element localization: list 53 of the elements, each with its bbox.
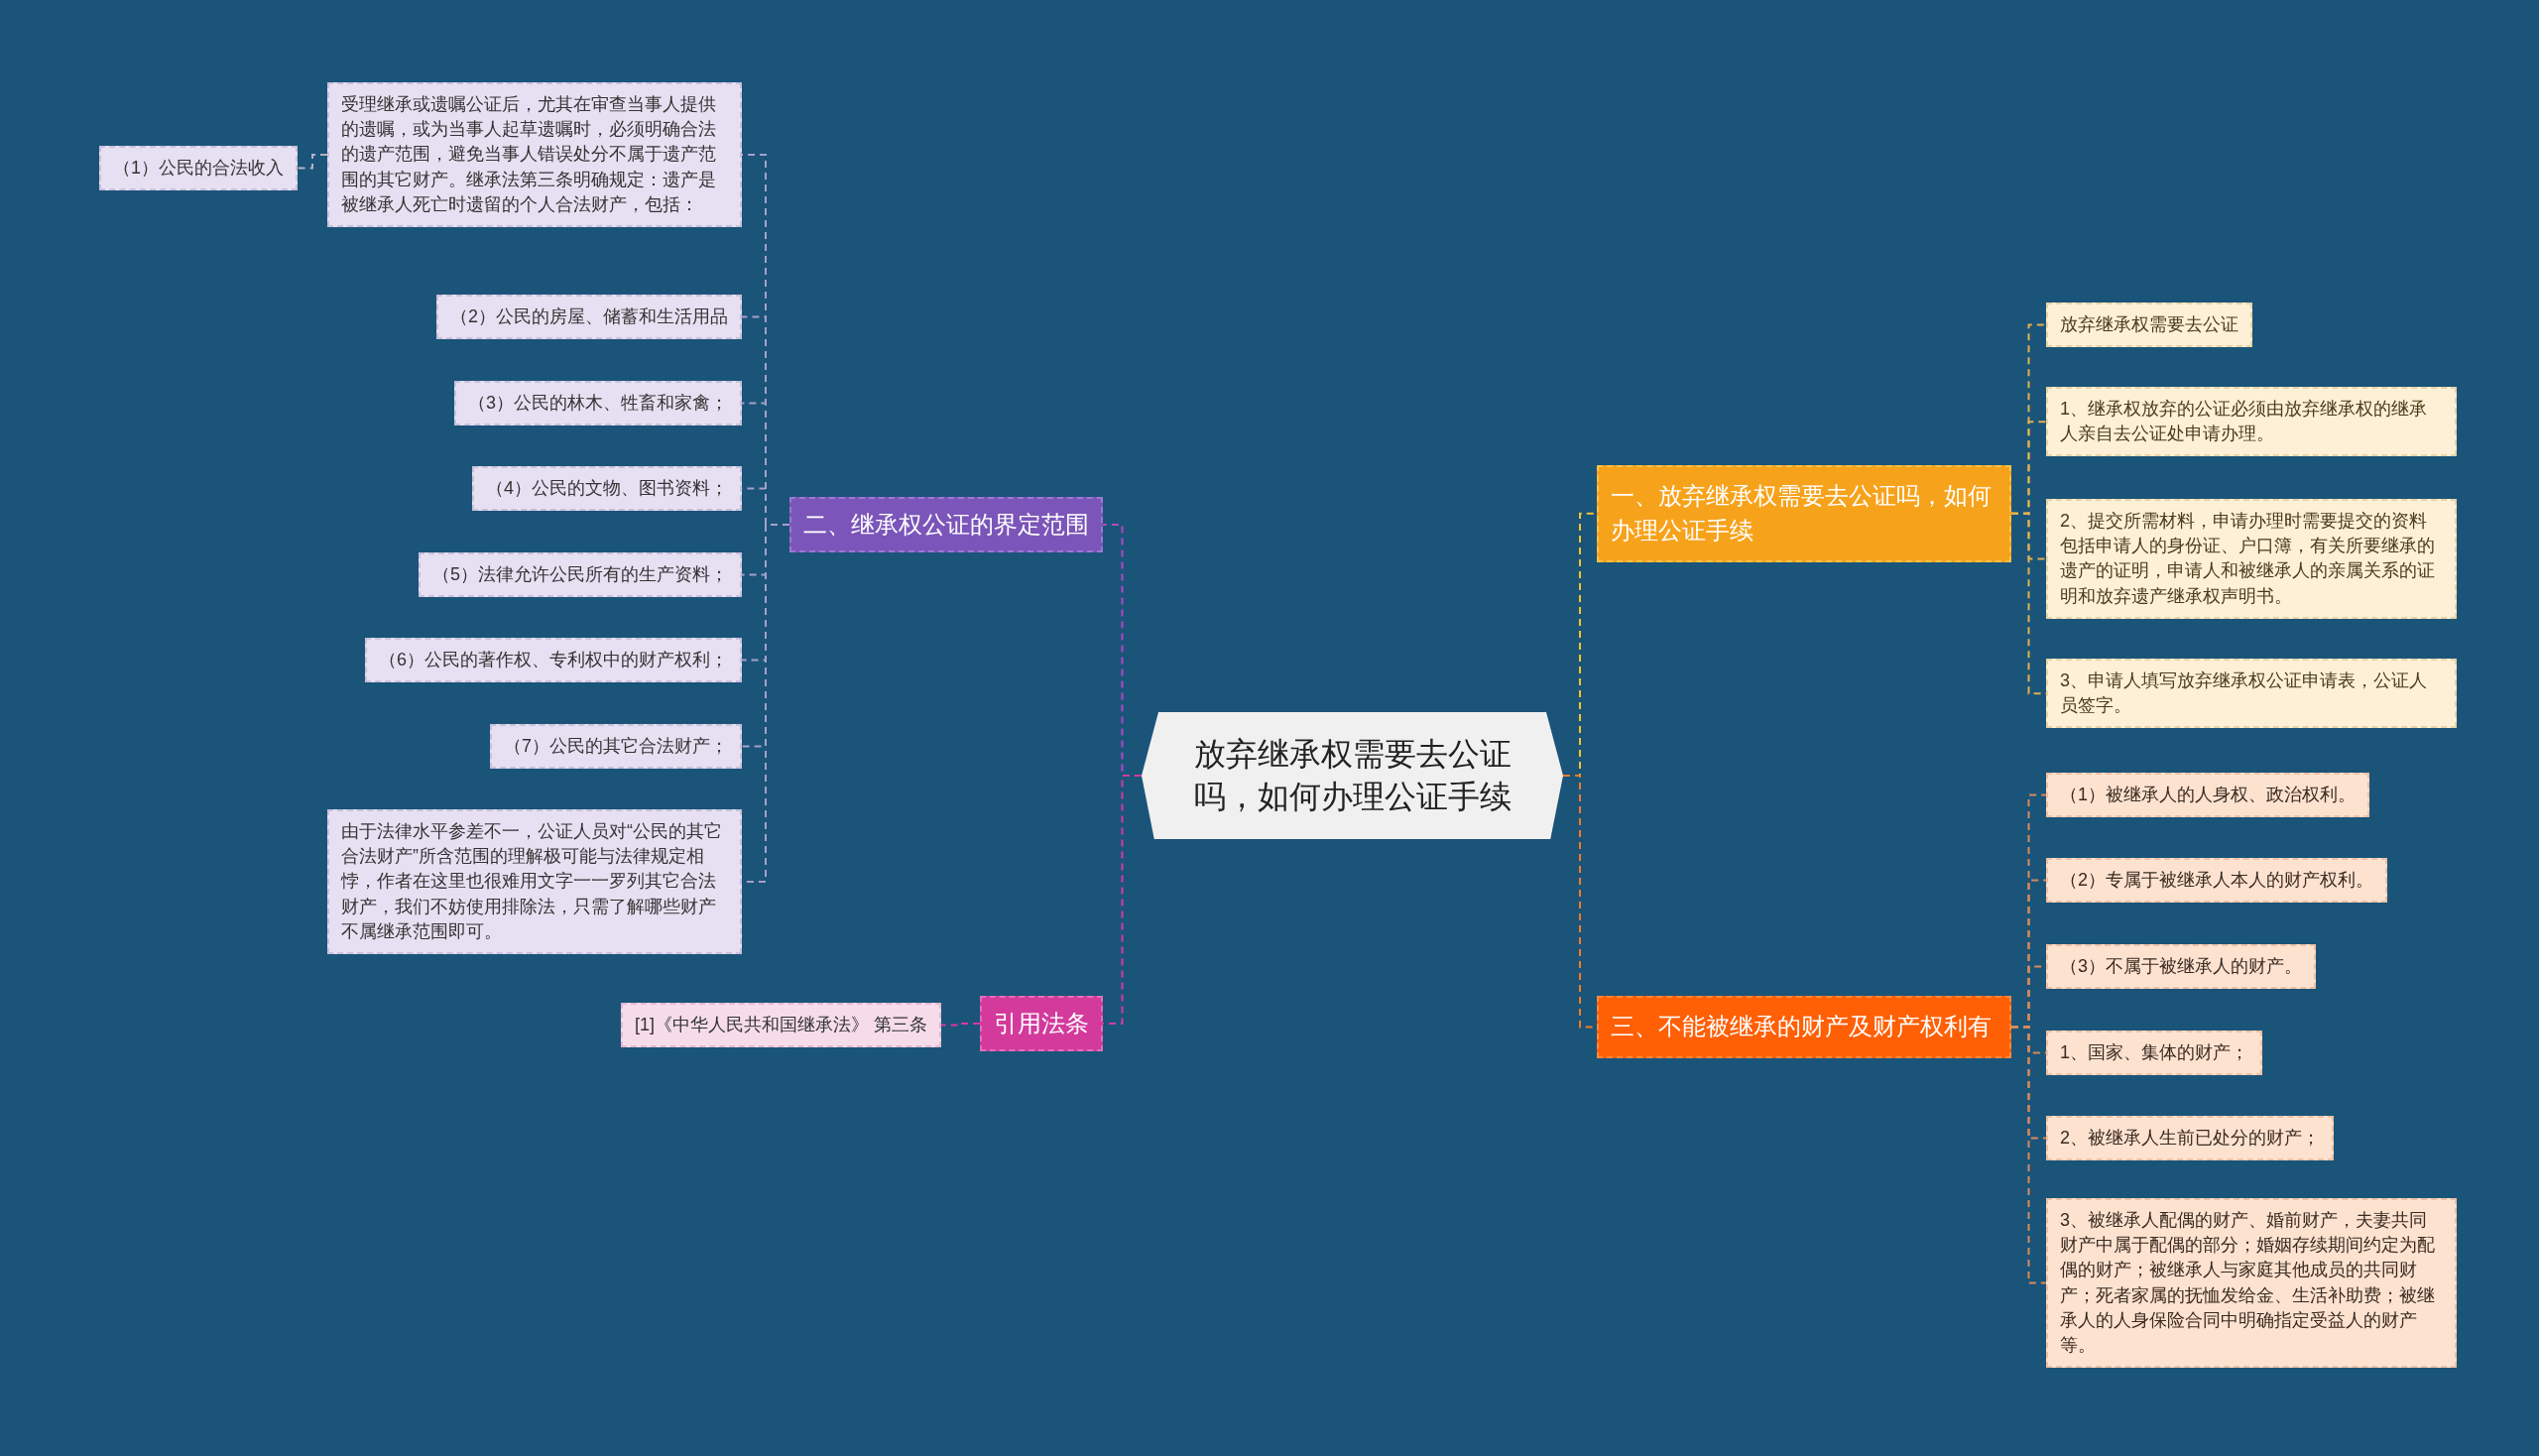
- topic-text: 1、国家、集体的财产；: [2060, 1041, 2248, 1064]
- subtopic-box: [436, 295, 742, 340]
- topic-text: 3、申请人填写放弃继承权公证申请表，公证人员签字。: [2060, 669, 2428, 718]
- connector-line: [940, 1023, 981, 1027]
- subtopic-box: [2046, 1116, 2334, 1161]
- topic-text: （1）被继承人的人身权、政治权利。: [2060, 784, 2356, 806]
- subtopic-box: [2046, 303, 2252, 348]
- subtopic-box: [490, 724, 742, 770]
- topic-text: （3）不属于被继承人的财产。: [2060, 955, 2302, 978]
- topic-text: （3）公民的林木、牲畜和家禽；: [468, 392, 728, 415]
- subtopic-box: [621, 1003, 941, 1048]
- topic-text: 放弃继承权需要去公证吗，如何办理公证手续: [1192, 734, 1512, 816]
- subtopic-box: [2046, 1198, 2457, 1369]
- topic-text: （5）法律允许公民所有的生产资料；: [432, 563, 728, 586]
- subtopic-box: [327, 809, 742, 954]
- topic-text: （6）公民的著作权、专利权中的财产权利；: [379, 649, 728, 671]
- connector-line: [2010, 1026, 2047, 1284]
- topic-text: （2）公民的房屋、储蓄和生活用品: [450, 305, 728, 328]
- subtopic-box: [2046, 858, 2387, 904]
- subtopic-box: [2046, 773, 2369, 818]
- topic-text: （7）公民的其它合法财产；: [504, 735, 728, 758]
- branch-topic-box: [1597, 465, 2011, 562]
- topic-text: （1）公民的合法收入: [113, 157, 284, 180]
- subtopic-box: [2046, 944, 2316, 990]
- subtopic-box: [327, 82, 742, 227]
- subtopic-box: [2046, 1031, 2262, 1076]
- subtopic-box: [454, 381, 742, 426]
- subtopic-box: [2046, 387, 2457, 457]
- topic-text: 1、继承权放弃的公证必须由放弃继承权的继承人亲自去公证处申请办理。: [2060, 398, 2428, 446]
- topic-text: 三、不能被继承的财产及财产权利有: [1611, 1012, 1993, 1041]
- subtopic-box: [472, 466, 742, 512]
- topic-text: 3、被继承人配偶的财产、婚前财产，夫妻共同财产中属于配偶的部分；婚姻存续期间约定为配偶的财产；被继承人与家庭其他成员的共同财产；死者家属的抚恤发给金、生活补助费；被继承人的人身保险合同中明确指定受益人的财产等。: [2060, 1209, 2436, 1357]
- topic-text: 二、继承权公证的界定范围: [803, 510, 1089, 540]
- central-topic: [1142, 712, 1563, 839]
- topic-text: 2、被继承人生前已处分的财产；: [2060, 1127, 2320, 1150]
- subtopic-box: [419, 552, 742, 598]
- subtopic-box: [365, 638, 742, 683]
- topic-text: （2）专属于被继承人本人的财产权利。: [2060, 869, 2373, 892]
- subtopic-box: [2046, 499, 2457, 619]
- subtopic-box: [2046, 659, 2457, 729]
- topic-text: 放弃继承权需要去公证: [2060, 313, 2238, 336]
- topic-text: [1]《中华人民共和国继承法》 第三条: [635, 1014, 927, 1036]
- topic-text: 2、提交所需材料，申请办理时需要提交的资料包括申请人的身份证、户口簿，有关所要继承的遗产的证明，申请人和被继承人的亲属关系的证明和放弃遗产继承权声明书。: [2060, 510, 2436, 608]
- branch-topic-box: [789, 497, 1103, 552]
- branch-topic-box: [980, 996, 1103, 1051]
- topic-text: 由于法律水平参差不一，公证人员对“公民的其它合法财产”所含范围的理解极可能与法律规定相悖，作者在这里也很难用文字一一罗列其它合法财产，我们不妨使用排除法，只需了解哪些财产不属继承范围即可。: [341, 820, 723, 943]
- topic-text: 一、放弃继承权需要去公证吗，如何办理公证手续: [1611, 481, 1993, 546]
- branch-topic-box: [1597, 996, 2011, 1058]
- topic-text: （4）公民的文物、图书资料；: [486, 477, 728, 500]
- subtopic-box: [99, 146, 298, 191]
- topic-text: 受理继承或遗嘱公证后，尤其在审查当事人提供的遗嘱，或为当事人起草遗嘱时，必须明确合法的遗产范围，避免当事人错误处分不属于遗产范围的其它财产。继承法第三条明确规定：遗产是被继承人死亡时遗留的个人合法财产，包括：: [341, 93, 717, 216]
- topic-text: 引用法条: [994, 1009, 1089, 1038]
- connector-line: [297, 153, 328, 170]
